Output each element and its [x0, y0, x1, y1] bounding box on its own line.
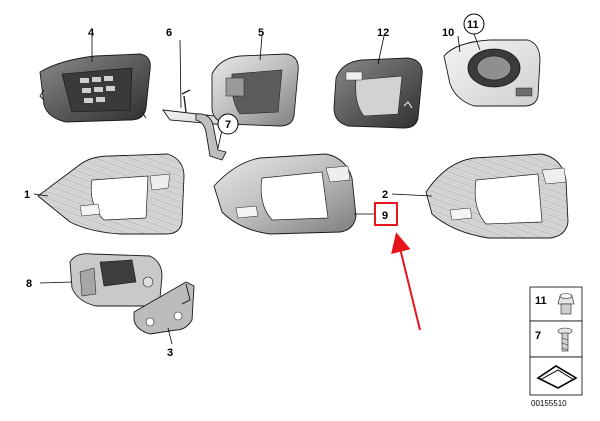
- part-12-selector-cover[interactable]: [333, 57, 423, 129]
- red-arrow-icon: [391, 232, 421, 331]
- leader-8: [39, 281, 73, 284]
- callout-12: 12: [377, 27, 389, 39]
- callout-10: 10: [442, 27, 454, 39]
- part-9-trim-panel[interactable]: [213, 153, 357, 235]
- callout-7: 7: [225, 119, 231, 131]
- callout-6: 6: [166, 27, 172, 39]
- highlight-box-9: [374, 202, 398, 226]
- screw-icon: [557, 327, 573, 352]
- leader-5: [259, 35, 263, 61]
- callout-8: 8: [26, 278, 32, 290]
- callout-1: 1: [24, 189, 30, 201]
- leader-3: [167, 327, 173, 345]
- leader-10: [457, 35, 461, 53]
- leader-11: [473, 33, 481, 51]
- leader-7: [217, 129, 223, 149]
- nut-icon: [557, 293, 575, 315]
- shim-icon: [536, 365, 578, 389]
- part-8-selector-housing[interactable]: [69, 253, 163, 307]
- part-10-round-trim-cover[interactable]: [443, 39, 541, 107]
- leader-1: [33, 193, 49, 197]
- callout-5: 5: [258, 27, 264, 39]
- leader-2: [391, 193, 433, 197]
- part-4-indicator-cover[interactable]: [39, 53, 151, 123]
- catalog-number: 00155510: [531, 399, 567, 408]
- callout-11-circle: [463, 13, 485, 35]
- part-5-selector-cover[interactable]: [211, 53, 299, 127]
- part-1-trim-panel[interactable]: [37, 153, 185, 235]
- callout-3: 3: [167, 347, 173, 359]
- callout-7-circle: [217, 113, 239, 135]
- callout-9: 9: [382, 210, 388, 222]
- callout-11: 11: [467, 19, 479, 31]
- legend-label-7: 7: [535, 330, 541, 342]
- part-2-trim-panel[interactable]: [425, 153, 569, 239]
- leader-12: [377, 35, 385, 65]
- legend-label-11: 11: [535, 295, 547, 307]
- callout-2: 2: [382, 189, 388, 201]
- fastener-legend: 11 7: [529, 286, 583, 396]
- callout-4: 4: [88, 27, 95, 39]
- part-3-mounting-bracket[interactable]: [133, 281, 195, 335]
